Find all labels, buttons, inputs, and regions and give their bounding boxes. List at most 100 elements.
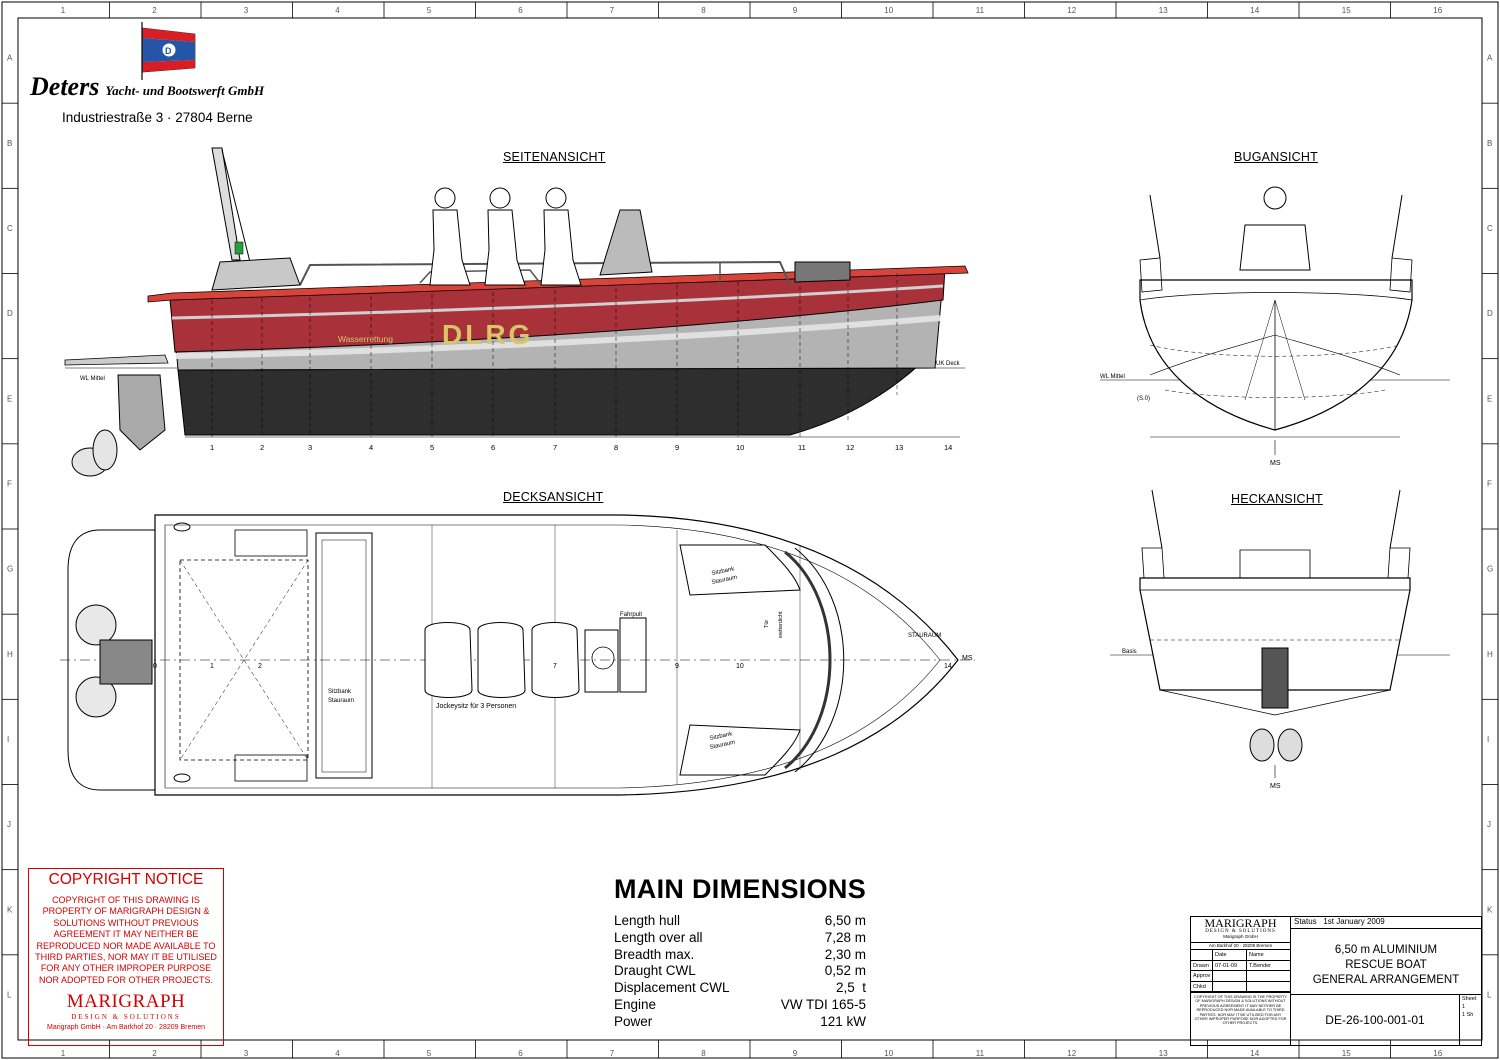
dimension-label: Draught CWL [614, 963, 696, 979]
deck-stauraum2-label: Stauraum [711, 575, 738, 586]
tb-title-line2: RESCUE BOAT [1345, 959, 1427, 971]
grid-row-label-right: D [1487, 309, 1493, 318]
grid-row-label-right: I [1487, 735, 1489, 744]
deck-frame-number: 14 [944, 663, 952, 670]
grid-col-label-bottom: 5 [427, 1049, 432, 1058]
grid-row-label-right: A [1487, 54, 1493, 63]
deck-stauraum-bow-label: STAURAUM [908, 633, 941, 639]
tb-logo-sub: DESIGN & SOLUTIONS [1205, 929, 1276, 934]
grid-row-label-left: L [7, 990, 12, 999]
grid-row-label-left: G [7, 565, 13, 574]
grid-col-label-top: 14 [1250, 6, 1259, 15]
grid-col-label-bottom: 2 [152, 1049, 157, 1058]
stern-view-title: HECKANSICHT [1231, 492, 1323, 506]
tb-status: Status 1st January 2009 [1291, 917, 1481, 929]
grid-row-label-right: G [1487, 565, 1493, 574]
grid-col-label-bottom: 6 [518, 1049, 523, 1058]
side-frame-number: 13 [895, 443, 903, 452]
side-uk-deck-label: UK Deck [936, 361, 961, 367]
tb-grid-cell [1247, 982, 1291, 992]
dimension-value: 121 kW [820, 1013, 866, 1029]
grid-col-label-bottom: 14 [1250, 1049, 1259, 1058]
side-dlrg-label: DLRG [442, 319, 533, 350]
deck-jockeysitz-label: Jockeysitz für 3 Personen [436, 703, 516, 710]
bow-wl-mittel-label: WL Mittel [1100, 374, 1125, 380]
tb-grid-cell: Date [1213, 950, 1247, 961]
copyright-text: COPYRIGHT OF THIS DRAWING IS PROPERTY OF… [35, 895, 217, 985]
grid-row-label-right: C [1487, 224, 1493, 233]
deck-stauraum3-label: Stauraum [709, 740, 736, 751]
tb-grid-cell: 07-01-09 [1213, 960, 1247, 971]
bow-s0-label: (S.0) [1137, 396, 1150, 402]
deck-wetterdicht-label: wetterdicht [778, 611, 784, 639]
tb-sheet: Sheet 1 1 Sh [1459, 995, 1481, 1045]
deck-sitzbank3-label: Sitzbank [709, 731, 734, 742]
tb-title: 6,50 m ALUMINIUM RESCUE BOAT GENERAL ARR… [1291, 929, 1481, 995]
company-flag-logo: D [141, 22, 196, 80]
copyright-notice: COPYRIGHT NOTICE COPYRIGHT OF THIS DRAWI… [28, 868, 224, 1046]
copyright-marigraph-logo: MARIGRAPH [66, 991, 186, 1013]
stern-basis-label: Basis [1122, 649, 1137, 655]
grid-row-label-right: B [1487, 139, 1492, 148]
deck-ms-label: MS [962, 655, 973, 662]
tb-grid-cell [1213, 971, 1247, 982]
tb-sheet-label: Sheet [1462, 996, 1477, 1002]
side-wasserrettung-label: Wasserrettung [338, 334, 393, 344]
side-view-title: SEITENANSICHT [503, 150, 606, 164]
grid-row-label-left: K [7, 905, 13, 914]
grid-row-label-left: J [7, 820, 11, 829]
flag-letter: D [165, 46, 172, 56]
title-block: MARIGRAPH DESIGN & SOLUTIONS Marigraph G… [1190, 916, 1482, 1046]
grid-col-label-bottom: 4 [335, 1049, 340, 1058]
grid-col-label-top: 7 [610, 6, 615, 15]
grid-col-label-top: 8 [701, 6, 706, 15]
side-frame-number: 7 [553, 443, 557, 452]
dimension-row: Draught CWL 0,52 m [614, 963, 866, 980]
tb-grid-cell [1191, 950, 1213, 961]
company-address: Industriestraße 3 · 27804 Berne [62, 110, 253, 125]
dimension-value: 0,52 m [824, 963, 866, 979]
deck-tuer-label: Tür [764, 620, 770, 628]
stern-ms-label: MS [1270, 783, 1281, 790]
grid-row-label-left: B [7, 139, 12, 148]
tb-grid-cell: Chkd [1191, 981, 1213, 992]
copyright-marigraph-sub: DESIGN & SOLUTIONS [71, 1013, 181, 1022]
grid-col-label-bottom: 8 [701, 1049, 706, 1058]
dimension-label: Engine [614, 996, 657, 1012]
grid-row-label-left: E [7, 394, 12, 403]
company-name-suffix: Yacht- und Bootswerft GmbH [105, 83, 265, 98]
deck-frame-number: 0 [153, 663, 157, 670]
deck-frame-number: 7 [553, 663, 557, 670]
tb-copyright-small: COPYRIGHT OF THIS DRAWING IS THE PROPERT… [1191, 992, 1291, 1045]
tb-logo-name: MARIGRAPH [1204, 916, 1277, 930]
dimension-row: Breadth max.2,30 m [614, 947, 866, 964]
side-frame-number: 10 [736, 443, 744, 452]
company-name-main: Deters [30, 72, 100, 101]
tb-grid-cell: Drawn [1191, 960, 1213, 971]
deck-frame-number: 10 [736, 663, 744, 670]
grid-col-label-bottom: 1 [61, 1049, 66, 1058]
tb-company: Marigraph GmbH [1223, 934, 1258, 939]
grid-col-label-bottom: 3 [244, 1049, 249, 1058]
grid-row-label-right: E [1487, 394, 1492, 403]
grid-row-label-right: L [1487, 990, 1492, 999]
main-dimensions-title: MAIN DIMENSIONS [614, 874, 867, 904]
bow-view-drawing [1100, 186, 1450, 455]
side-frame-number: 9 [675, 443, 679, 452]
tb-grid-cell [1247, 971, 1291, 982]
deck-stauraum1-label: Stauraum [328, 698, 354, 704]
stern-view-drawing [1110, 489, 1450, 778]
grid-col-label-top: 4 [335, 6, 340, 15]
grid-row-label-left: C [7, 224, 13, 233]
deck-fahrpult-label: Fahrpult [620, 612, 642, 618]
grid-col-label-bottom: 13 [1159, 1049, 1168, 1058]
grid-col-label-top: 10 [884, 6, 893, 15]
grid-col-label-bottom: 11 [976, 1049, 985, 1058]
tb-title-line1: 6,50 m ALUMINIUM [1334, 944, 1438, 956]
copyright-address: Marigraph GmbH · Am Barkhof 20 · 28209 B… [47, 1024, 205, 1032]
tb-status-label: Status [1294, 917, 1317, 926]
